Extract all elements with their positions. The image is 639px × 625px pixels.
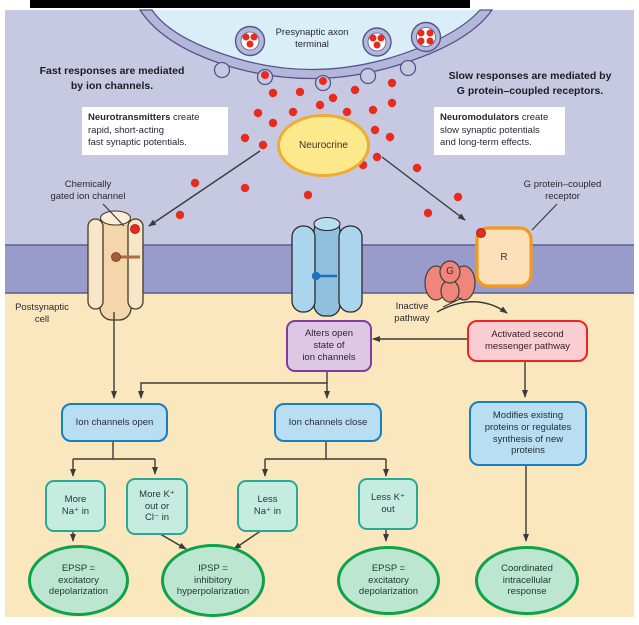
epsp-ellipse-1: EPSP = excitatory depolarization <box>28 545 129 616</box>
fast-response-heading: Fast responses are mediated by ion chann… <box>39 65 185 93</box>
inactive-pathway-curve <box>436 301 508 314</box>
bound-neurotransmitter-dot <box>130 224 140 234</box>
neurocrine-oval: Neurocrine <box>277 114 370 177</box>
postsynaptic-cell-label: Postsynaptic cell <box>15 302 69 326</box>
flowchart-arrows <box>70 301 529 550</box>
more-k-out-box: More K⁺ out or Cl⁻ in <box>126 478 188 535</box>
ipsp-ellipse: IPSP = inhibitory hyperpolarization <box>161 544 265 617</box>
chemically-gated-ion-channel <box>87 210 144 321</box>
neuromodulators-note: Neuromodulators create slow synaptic pot… <box>434 107 565 156</box>
neurotransmitters-note: Neurotransmitters create rapid, short-ac… <box>82 107 228 156</box>
modifies-proteins-box: Modifies existing proteins or regulates … <box>469 401 587 466</box>
ion-channels-open-box: Ion channels open <box>61 403 168 442</box>
presynaptic-terminal-label: Presynaptic axon terminal <box>275 27 349 51</box>
epsp-ellipse-2: EPSP = excitatory depolarization <box>337 546 440 615</box>
coordinated-response-ellipse: Coordinated intracellular response <box>475 546 579 615</box>
g-protein-letter: G <box>446 265 454 277</box>
chemically-gated-channel-label: Chemically gated ion channel <box>50 179 126 203</box>
receptor-r-letter: R <box>500 251 508 263</box>
bound-neurotransmitter-dot <box>476 228 486 238</box>
neurotransmitters-term: Neurotransmitters <box>88 112 171 123</box>
neurotransmitter-dots <box>175 71 463 220</box>
alters-open-state-box: Alters open state of ion channels <box>286 320 372 372</box>
synaptic-vesicles <box>234 21 442 57</box>
activated-second-messenger-box: Activated second messenger pathway <box>467 320 588 362</box>
ion-channels-close-box: Ion channels close <box>274 403 382 442</box>
less-na-in-box: Less Na⁺ in <box>237 480 298 532</box>
top-black-bar <box>30 0 470 8</box>
g-protein <box>424 260 476 303</box>
inactive-pathway-label: Inactive pathway <box>394 301 430 325</box>
blue-ion-channel <box>291 216 363 317</box>
more-na-in-box: More Na⁺ in <box>45 480 106 532</box>
diffusion-arrows <box>148 150 466 227</box>
neurocrine-label: Neurocrine <box>299 140 348 151</box>
slow-response-heading: Slow responses are mediated by G protein… <box>448 70 612 98</box>
gpcr-label: G protein–coupled receptor <box>523 179 602 203</box>
label-pointer-lines <box>102 203 558 308</box>
neuromodulators-term: Neuromodulators <box>440 112 520 123</box>
less-k-out-box: Less K⁺ out <box>358 478 418 530</box>
gpcr-receptor <box>475 226 533 288</box>
